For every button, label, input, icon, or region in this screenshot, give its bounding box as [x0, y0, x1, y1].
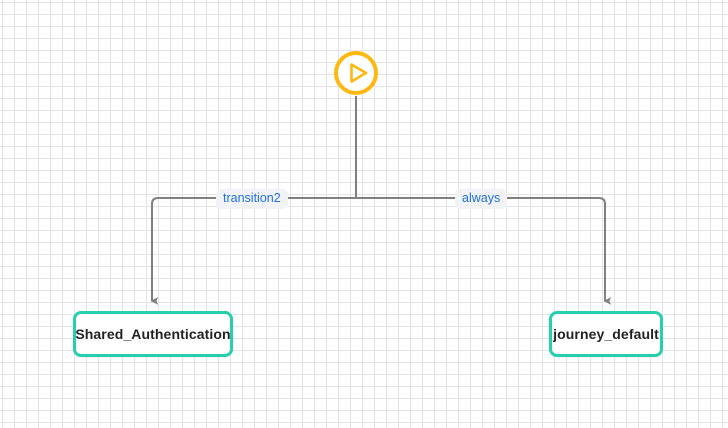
start-node[interactable]	[333, 50, 379, 96]
state-node-shared-authentication[interactable]: Shared_Authentication	[73, 311, 233, 357]
state-node-label: journey_default	[553, 326, 659, 342]
state-node-label: Shared_Authentication	[75, 326, 231, 342]
state-node-journey-default[interactable]: journey_default	[549, 311, 663, 357]
play-circle-icon	[334, 51, 378, 95]
edge-always-path	[356, 197, 612, 305]
edge-label-transition2[interactable]: transition2	[216, 189, 288, 209]
edge-label-always[interactable]: always	[455, 189, 508, 209]
edge-transition2-path	[150, 197, 356, 305]
